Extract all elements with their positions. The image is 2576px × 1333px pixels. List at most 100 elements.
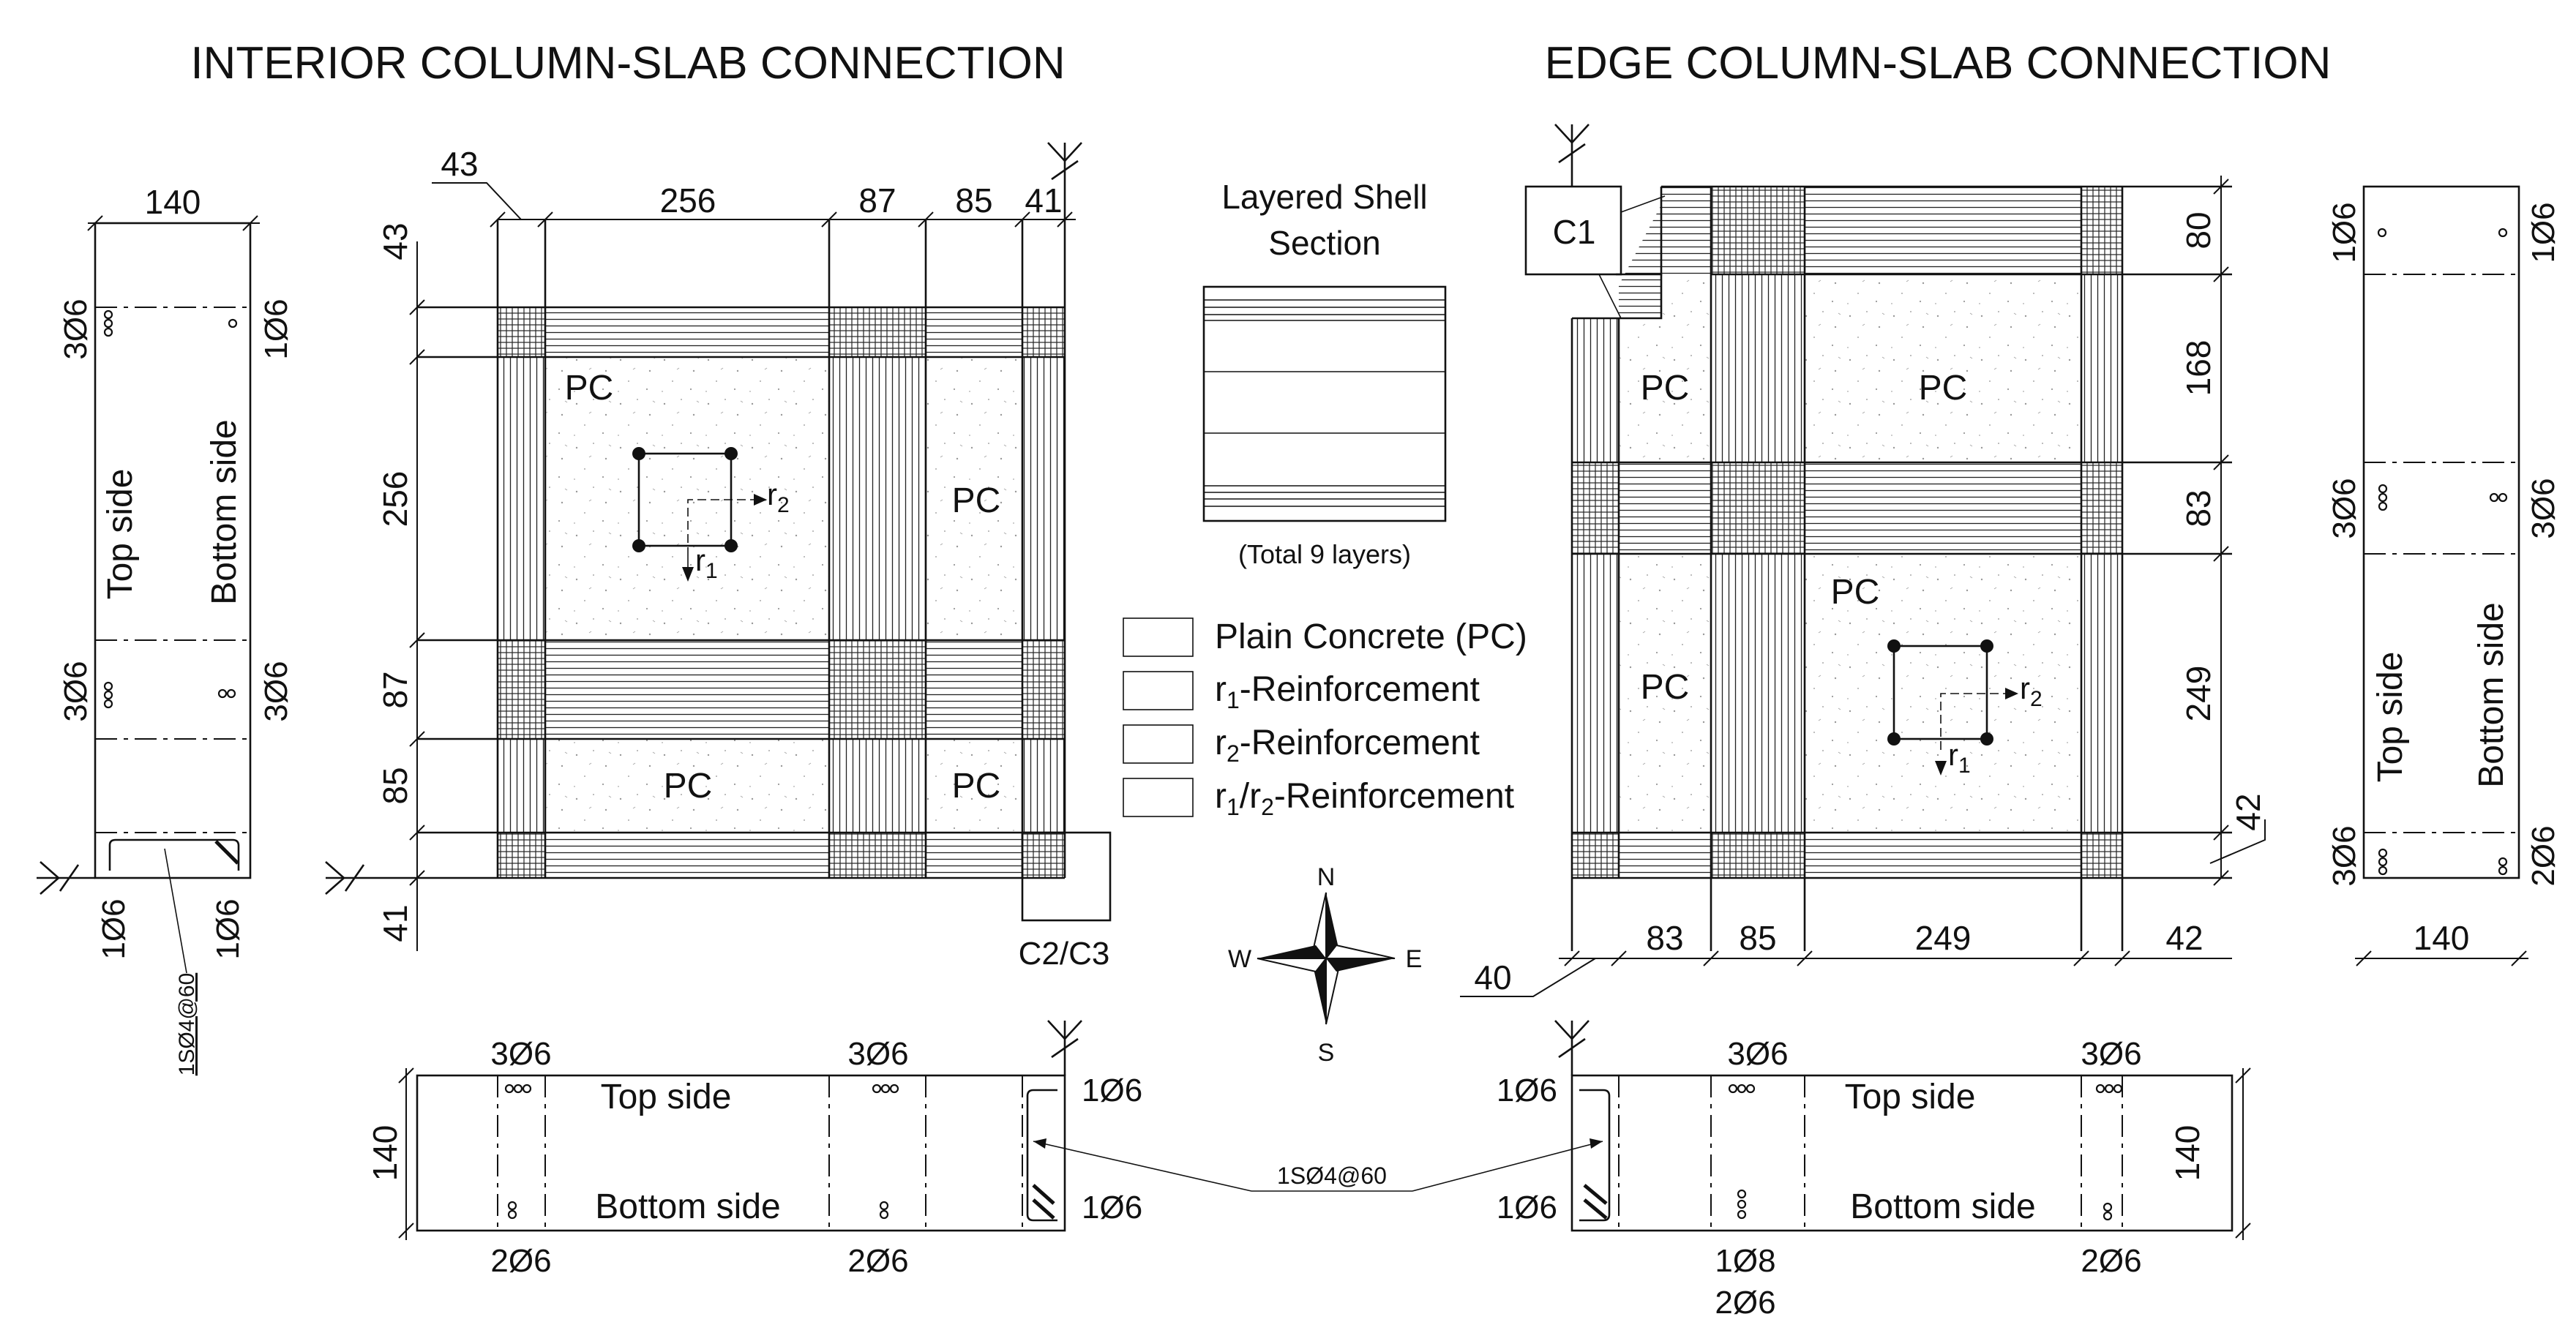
legend: Plain Concrete (PC) r1-Reinforcement r2-… — [1123, 617, 1527, 820]
interior-region-pc-3: PC — [664, 767, 713, 806]
legend-label-pc: Plain Concrete (PC) — [1215, 617, 1527, 656]
interior-plan — [325, 142, 1112, 951]
right-bar-top-1d6-b: 1Ø6 — [2526, 202, 2561, 263]
br-section-depth: 140 — [2168, 1125, 2206, 1182]
legend-swatch-r1r2 — [1123, 778, 1194, 817]
interior-dim-87: 87 — [858, 181, 896, 219]
edge-right-dim-83: 83 — [2179, 489, 2217, 527]
right-bar-bot-2d6: 2Ø6 — [2526, 825, 2561, 886]
shell-title-line1: Layered Shell — [1221, 178, 1427, 216]
right-section-top-side: Top side — [2371, 652, 2410, 783]
edge-region-pc-3: PC — [1831, 573, 1880, 612]
bl-section-depth: 140 — [366, 1125, 404, 1182]
legend-label-r1r2: r1/r2-Reinforcement — [1215, 777, 1514, 820]
left-bar-top-3d6: 3Ø6 — [58, 298, 94, 359]
bl-bar-top-3d6-a: 3Ø6 — [490, 1036, 551, 1072]
interior-left-dim-85: 85 — [376, 767, 414, 804]
interior-left-dim-43: 43 — [376, 222, 414, 260]
edge-region-pc-2: PC — [1919, 369, 1968, 408]
shell-title-line2: Section — [1268, 224, 1380, 262]
bl-section-bottom-side: Bottom side — [595, 1187, 780, 1226]
edge-region-pc-4: PC — [1641, 668, 1690, 707]
legend-swatch-pc — [1123, 617, 1194, 657]
left-bar-top-1d6: 1Ø6 — [258, 298, 294, 359]
edge-bottom-dim-249: 249 — [1915, 919, 1972, 957]
bl-bar-right-1d6-a: 1Ø6 — [1082, 1073, 1142, 1108]
compass-e: E — [1406, 945, 1423, 973]
left-section-bottom-side: Bottom side — [205, 419, 244, 604]
shell-caption: (Total 9 layers) — [1238, 539, 1411, 569]
edge-bottom-dim-40: 40 — [1474, 958, 1511, 996]
edge-region-pc-1: PC — [1641, 369, 1690, 408]
left-section-top-side: Top side — [101, 469, 140, 600]
left-bar-bot-1d6-b: 1Ø6 — [210, 898, 246, 959]
edge-right-dim-42: 42 — [2229, 793, 2267, 830]
stirrup-leader: 1SØ4@60 — [1033, 1138, 1603, 1192]
right-strip-section: 140 Top side Bottom side 1Ø6 1Ø6 3Ø6 3Ø6… — [2326, 185, 2561, 966]
edge-plan — [1460, 124, 2266, 997]
edge-column-label: C1 — [1553, 213, 1596, 251]
left-section-width: 140 — [145, 183, 201, 221]
compass-n: N — [1317, 863, 1336, 891]
interior-region-pc-2: PC — [952, 481, 1001, 520]
edge-right-dim-168: 168 — [2179, 340, 2217, 397]
interior-dim-85: 85 — [955, 181, 992, 219]
br-bar-bot-2d6: 2Ø6 — [2081, 1243, 2141, 1279]
interior-r1-axis: r1 — [695, 543, 718, 583]
legend-label-r2: r2-Reinforcement — [1215, 724, 1480, 767]
br-section-bottom-side: Bottom side — [1850, 1187, 2035, 1226]
edge-right-dim-80: 80 — [2179, 211, 2217, 249]
br-bar-bot-1d8: 2Ø6 — [1715, 1285, 1775, 1321]
compass-rose: N S E W — [1228, 863, 1422, 1067]
bottom-right-strip-section: 140 Top side Bottom side 1Ø6 1Ø6 3Ø6 3Ø6… — [1497, 1020, 2251, 1321]
bottom-stirrup-label: 1SØ4@60 — [1277, 1163, 1387, 1189]
br-bar-left-1d6-a: 1Ø6 — [1497, 1073, 1557, 1108]
compass-w: W — [1228, 945, 1251, 973]
left-strip-section: 140 Top side Bottom side 3Ø6 1Ø6 3Ø6 3Ø6… — [37, 183, 294, 1075]
edge-title: EDGE COLUMN-SLAB CONNECTION — [1545, 38, 2332, 89]
right-bar-bot-3d6: 3Ø6 — [2326, 825, 2362, 886]
edge-r2-axis: r2 — [2020, 671, 2043, 711]
legend-label-r1: r1-Reinforcement — [1215, 670, 1480, 713]
interior-title: INTERIOR COLUMN-SLAB CONNECTION — [190, 38, 1065, 89]
edge-right-dim-249: 249 — [2179, 666, 2217, 722]
right-section-bottom-side: Bottom side — [2472, 602, 2511, 787]
interior-dim-256: 256 — [660, 181, 716, 219]
edge-bottom-dim-85: 85 — [1739, 919, 1776, 957]
left-bar-mid-3d6-a: 3Ø6 — [58, 661, 94, 721]
interior-r2-axis: r2 — [767, 477, 790, 517]
interior-left-dim-41: 41 — [376, 904, 414, 942]
legend-swatch-r2 — [1123, 724, 1194, 764]
interior-region-pc-1: PC — [565, 369, 614, 408]
br-bar-left-1d6-b: 1Ø6 — [1497, 1190, 1557, 1225]
bl-section-top-side: Top side — [601, 1078, 732, 1116]
left-stirrup-label: 1SØ4@60 — [175, 973, 199, 1076]
interior-dim-41: 41 — [1025, 181, 1062, 219]
bl-bar-bot-2d6-a: 2Ø6 — [490, 1243, 551, 1279]
interior-region-pc-4: PC — [952, 767, 1001, 806]
bottom-left-strip-section: 140 Top side Bottom side 3Ø6 3Ø6 1Ø6 1Ø6… — [366, 1020, 1142, 1279]
legend-swatch-r1 — [1123, 671, 1194, 710]
compass-s: S — [1318, 1039, 1335, 1067]
edge-bottom-dim-42: 42 — [2165, 919, 2203, 957]
br-bar-top-3d6-b: 3Ø6 — [2081, 1036, 2141, 1072]
interior-column-label: C2/C3 — [1019, 936, 1110, 972]
bl-bar-bot-2d6-b: 2Ø6 — [847, 1243, 908, 1279]
br-bar-top-3d6-c: 1Ø8 — [1715, 1243, 1775, 1279]
right-bar-mid-3d6-a: 3Ø6 — [2326, 478, 2362, 538]
right-bar-mid-3d6-b: 3Ø6 — [2526, 478, 2561, 538]
br-section-top-side: Top side — [1845, 1078, 1976, 1116]
br-bar-top-3d6-a: 3Ø6 — [1727, 1036, 1788, 1072]
left-bar-mid-3d6-b: 3Ø6 — [258, 661, 294, 721]
interior-left-dim-87: 87 — [376, 671, 414, 708]
bl-bar-right-1d6-b: 1Ø6 — [1082, 1190, 1142, 1225]
edge-r1-axis: r1 — [1948, 737, 1971, 778]
left-bar-bot-1d6-a: 1Ø6 — [96, 898, 132, 959]
interior-left-dim-256: 256 — [376, 471, 414, 527]
right-section-width: 140 — [2414, 919, 2470, 957]
interior-dim-43: 43 — [441, 145, 478, 183]
bl-bar-top-3d6-b: 3Ø6 — [847, 1036, 908, 1072]
right-bar-top-1d6-a: 1Ø6 — [2326, 202, 2362, 263]
edge-bottom-dim-83: 83 — [1646, 919, 1683, 957]
